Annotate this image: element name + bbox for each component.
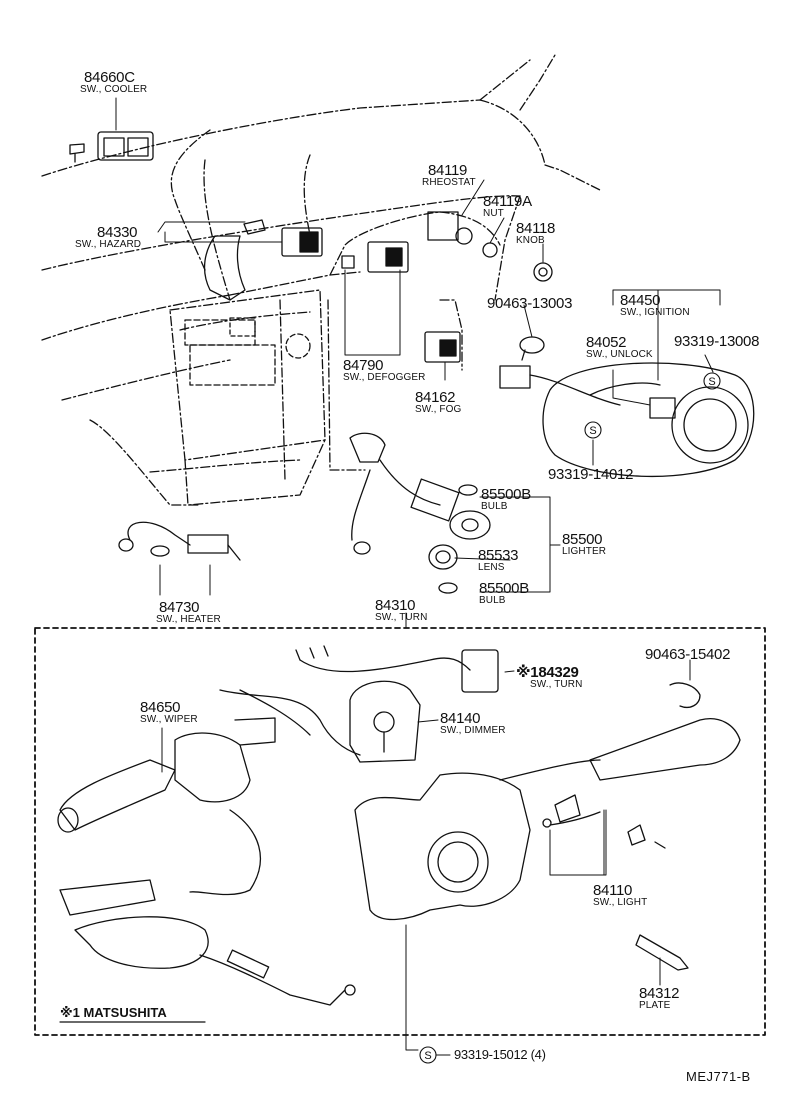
part-name: SW., UNLOCK xyxy=(586,349,653,360)
part-number: 84119 xyxy=(428,162,468,179)
callout-84312: 84312 PLATE xyxy=(639,985,680,1011)
callout-84730: 84730 SW., HEATER xyxy=(156,599,221,625)
part-name: SW., WIPER xyxy=(140,714,198,725)
part-name: LIGHTER xyxy=(562,546,607,557)
part-number: 84310 xyxy=(375,597,416,614)
callout-85500b-lower: 85500B BULB xyxy=(479,581,529,606)
part-name: SW., LIGHT xyxy=(593,897,648,908)
part-number: 84330 xyxy=(97,224,138,241)
part-name: SW., COOLER xyxy=(80,84,148,95)
wiper-switch-drawing xyxy=(57,689,311,896)
part-name: PLATE xyxy=(639,1000,671,1011)
combination-switch-box xyxy=(34,627,766,1036)
callout-84650: 84650 SW., WIPER xyxy=(140,700,198,725)
part-number: ※184329 xyxy=(516,664,579,681)
part-name: SW., HAZARD xyxy=(75,239,142,250)
part-name: SW., TURN xyxy=(375,612,428,623)
matsushita-unit-drawing xyxy=(59,879,356,1006)
diagram-reference: MEJ771-B xyxy=(686,1069,751,1084)
cooler-switch-drawing xyxy=(69,131,154,163)
dashboard-outline xyxy=(41,54,601,506)
callout-84118: 84118 KNOB xyxy=(516,221,555,246)
callout-84310: 84310 SW., TURN xyxy=(375,598,427,623)
callout-84162: 84162 SW., FOG xyxy=(415,390,461,415)
part-number: 84110 xyxy=(593,882,633,899)
callout-84119a: 84119A NUT xyxy=(483,194,532,219)
part-number: 84140 xyxy=(440,710,481,727)
callout-84450: 84450 SW., IGNITION xyxy=(620,293,690,318)
screw-symbol-label: S xyxy=(589,425,596,437)
part-number: 85500B xyxy=(479,580,529,597)
part-name: SW., FOG xyxy=(415,404,462,415)
rheostat-drawing xyxy=(427,211,553,282)
turn-switch-drawing xyxy=(219,645,499,756)
part-name: SW., TURN xyxy=(530,679,583,690)
callout-85500: 85500 LIGHTER xyxy=(562,532,606,557)
part-name: SW., DEFOGGER xyxy=(343,372,426,383)
leader-lines xyxy=(115,97,721,1051)
screw-symbol-label: S xyxy=(424,1050,431,1062)
part-name: NUT xyxy=(483,208,504,219)
part-number: 85533 xyxy=(478,547,519,564)
part-number-93319-14012: 93319-14012 xyxy=(548,466,634,483)
part-name: BULB xyxy=(479,595,506,606)
part-number: 84162 xyxy=(415,389,456,406)
footnote-matsushita: ※1 MATSUSHITA xyxy=(60,1005,167,1020)
part-number: 84660C xyxy=(84,69,135,86)
callout-84119: 84119 RHEOSTAT xyxy=(422,162,476,188)
callout-84660c: 84660C SW., COOLER xyxy=(80,69,147,95)
part-name: BULB xyxy=(481,501,508,512)
part-name: LENS xyxy=(478,562,505,573)
part-number-93319-13008: 93319-13008 xyxy=(674,333,760,350)
part-name: RHEOSTAT xyxy=(422,177,476,188)
part-number: 84450 xyxy=(620,292,661,309)
heater-switch-drawing xyxy=(118,521,241,561)
callout-84110: 84110 SW., LIGHT xyxy=(593,883,647,908)
part-number: 84730 xyxy=(159,599,200,616)
callout-84790: 84790 SW., DEFOGGER xyxy=(343,358,425,383)
part-number: 84650 xyxy=(140,699,181,716)
part-name: SW., IGNITION xyxy=(620,307,690,318)
part-name: SW., DIMMER xyxy=(440,725,506,736)
callout-84052: 84052 SW., UNLOCK xyxy=(586,335,653,360)
part-name: KNOB xyxy=(516,235,545,246)
fog-switch-drawing xyxy=(424,331,461,363)
part-number-90463-13003: 90463-13003 xyxy=(487,295,573,312)
lighter-assembly-drawing xyxy=(349,432,491,594)
part-number-90463-15402: 90463-15402 xyxy=(645,646,731,663)
part-number: 85500 xyxy=(562,531,603,548)
part-number: 84118 xyxy=(516,220,556,237)
callout-84140: 84140 SW., DIMMER xyxy=(440,711,506,736)
part-number: 84790 xyxy=(343,357,384,374)
callout-85533: 85533 LENS xyxy=(478,547,519,573)
part-number: 84119A xyxy=(483,193,532,210)
screw-symbol-label: S xyxy=(708,376,715,388)
part-number-93319-15012: 93319-15012 (4) xyxy=(454,1047,546,1062)
part-number: 85500B xyxy=(481,486,531,503)
ignition-switch-drawing xyxy=(499,336,755,478)
callout-85500b-upper: 85500B BULB xyxy=(481,487,531,512)
defogger-switch-drawing xyxy=(341,241,409,273)
combination-switch-body-drawing xyxy=(354,682,741,971)
part-number: 84052 xyxy=(586,334,627,351)
dashboard-fascia xyxy=(184,235,311,386)
dimmer-switch-drawing xyxy=(349,680,421,763)
callout-84329: ※184329 SW., TURN xyxy=(516,665,582,690)
part-name: SW., HEATER xyxy=(156,614,221,625)
part-number: 84312 xyxy=(639,985,680,1002)
callout-84330: 84330 SW., HAZARD xyxy=(75,224,141,250)
